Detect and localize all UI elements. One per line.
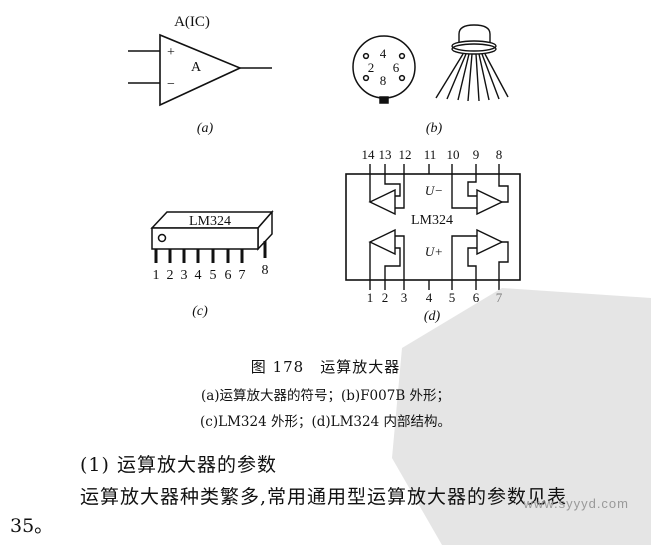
opamp-symbol [128, 33, 272, 107]
to-pin-number-2: 2 [368, 60, 375, 75]
figure-caption-line-2: (c)LM324 外形；(d)LM324 内部结构。 [200, 414, 451, 430]
dip-pin-label: 6 [225, 268, 232, 283]
bottom-pin-label: 2 [382, 290, 389, 305]
paragraph-line-2: 35。 [10, 515, 54, 537]
subfig-d-label: (d) [424, 309, 441, 324]
opamp-plus-sign: + [167, 45, 175, 60]
to-package-side-view [435, 24, 509, 102]
figure-caption-line-1: (a)运算放大器的符号；(b)F007B 外形； [200, 388, 451, 404]
bottom-pin-label: 4 [426, 290, 433, 305]
dip-pin-label: 3 [181, 268, 188, 283]
dip-pins [154, 241, 267, 263]
to-pin-number-4: 4 [380, 46, 387, 61]
internal-vminus-label: U− [425, 183, 443, 198]
top-pin-label: 10 [447, 147, 460, 162]
to-pin-number-8: 8 [380, 73, 387, 88]
top-pin-label: 9 [473, 147, 480, 162]
subfig-a-label: (a) [197, 121, 214, 136]
bottom-pin-label: 3 [401, 290, 408, 305]
dip-pin-label: 2 [167, 268, 174, 283]
subfig-c-label: (c) [192, 304, 208, 319]
watermark-seal [392, 288, 651, 545]
to-pin-number-6: 6 [393, 60, 400, 75]
top-pin-label: 11 [424, 147, 437, 162]
figure-caption-title: 图 178 运算放大器 [250, 358, 401, 376]
top-pin-label: 14 [362, 147, 376, 162]
dip-package [150, 210, 274, 251]
internal-vplus-label: U+ [425, 244, 443, 259]
internal-chip-text: LM324 [411, 213, 453, 228]
dip-pin-label: 7 [239, 268, 246, 283]
top-pin-label: 8 [496, 147, 503, 162]
bottom-pin-label: 6 [473, 290, 480, 305]
dip-pin-label: 4 [195, 268, 202, 283]
top-pin-label: 12 [399, 147, 412, 162]
dip-pin-label: 5 [210, 268, 217, 283]
subfig-b-label: (b) [426, 121, 443, 136]
dip-pin-labels: 1 2 3 4 5 6 7 8 [153, 263, 269, 283]
dip-chip-text: LM324 [189, 214, 231, 229]
bottom-pin-label: 1 [367, 290, 374, 305]
dip-pin-label: 8 [262, 263, 269, 278]
internal-top-pin-labels: 14 13 12 11 10 9 8 [362, 147, 503, 162]
opamp-amp-label: A [191, 60, 202, 75]
top-pin-label: 13 [379, 147, 392, 162]
opamp-minus-sign: − [167, 77, 175, 92]
watermark-text: www.syyyd.com [523, 496, 629, 511]
figure-drawings: A(IC) A + − (a) 4 2 6 8 (b) [128, 14, 521, 324]
paragraph-line-1: 运算放大器种类繁多,常用通用型运算放大器的参数见表 [80, 486, 568, 508]
internal-structure [345, 164, 521, 290]
dip-pin-label: 1 [153, 268, 160, 283]
section-heading: (1) 运算放大器的参数 [80, 454, 277, 476]
opamp-chip-label: A(IC) [174, 14, 210, 30]
to-package-bottom-view [352, 35, 416, 104]
bottom-pin-label: 5 [449, 290, 456, 305]
